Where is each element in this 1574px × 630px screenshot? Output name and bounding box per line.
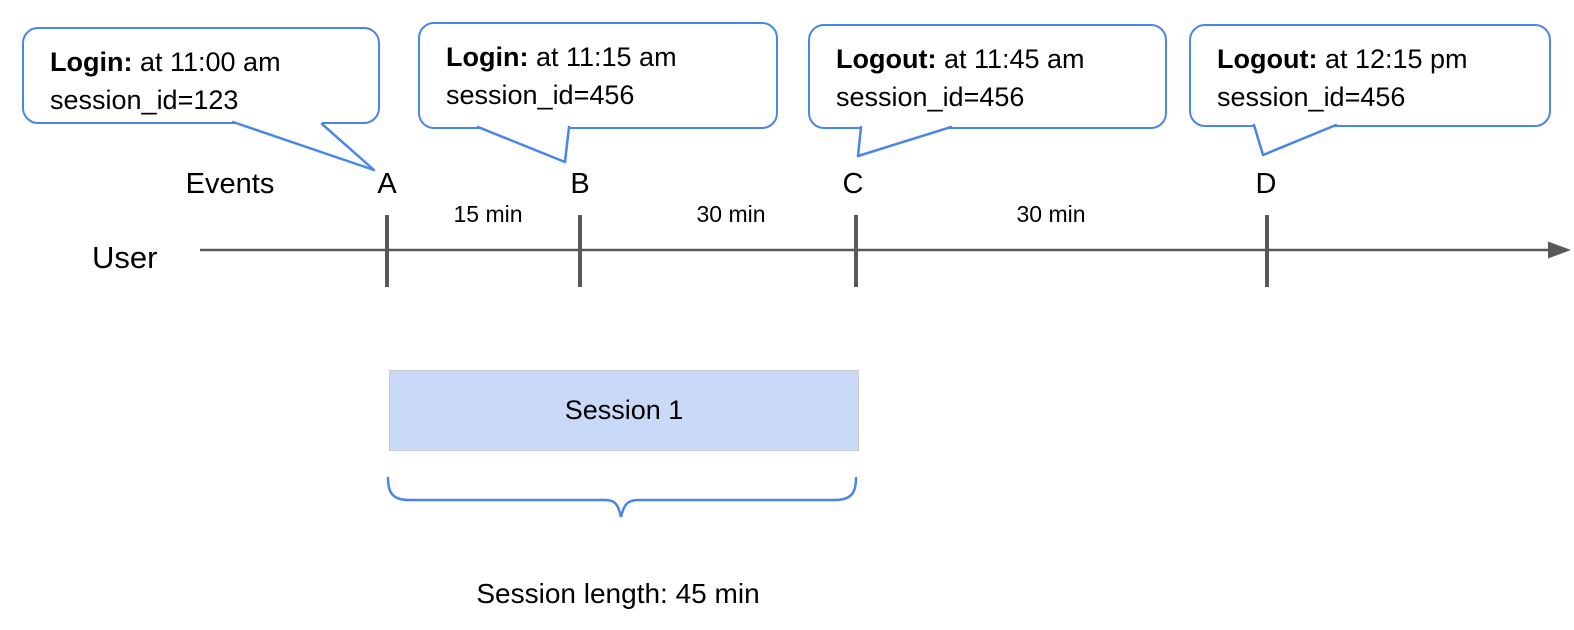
- callout-event-a-line1: Login: at 11:00 am: [50, 43, 368, 81]
- session-length-label: Session length: 45 min: [476, 578, 760, 609]
- callout-event-d-line1: Logout: at 12:15 pm: [1217, 40, 1539, 78]
- event-type-label: Logout:: [836, 44, 937, 74]
- event-marker-c: C: [842, 168, 864, 200]
- event-type-label: Logout:: [1217, 44, 1318, 74]
- event-type-label: Login:: [446, 42, 529, 72]
- events-axis-label: Events: [185, 168, 275, 200]
- event-time: at 11:45 am: [936, 44, 1085, 74]
- callout-event-a: Login: at 11:00 am session_id=123: [22, 27, 380, 124]
- callout-event-c-session-id: session_id=456: [836, 82, 1025, 112]
- user-lane-label: User: [92, 240, 158, 275]
- callout-event-a-session-id: session_id=123: [50, 85, 239, 115]
- callout-event-d: Logout: at 12:15 pm session_id=456: [1189, 24, 1551, 127]
- interval-label-a-b: 15 min: [453, 201, 523, 227]
- session-length-brace-icon: [386, 476, 858, 518]
- callout-event-b-session-id: session_id=456: [446, 80, 635, 110]
- timeline-axis: [200, 241, 1571, 259]
- event-type-label: Login:: [50, 47, 133, 77]
- event-time: at 11:15 am: [528, 42, 677, 72]
- session-1-box-label: Session 1: [564, 395, 684, 425]
- callout-event-b: Login: at 11:15 am session_id=456: [418, 22, 778, 129]
- event-marker-b: B: [570, 168, 590, 200]
- callout-event-b-line1: Login: at 11:15 am: [446, 38, 766, 76]
- callout-event-c-line1: Logout: at 11:45 am: [836, 40, 1155, 78]
- interval-label-b-c: 30 min: [696, 201, 766, 227]
- event-time: at 12:15 pm: [1317, 44, 1468, 74]
- event-time: at 11:00 am: [132, 47, 281, 77]
- event-marker-d: D: [1255, 168, 1277, 200]
- callout-event-d-session-id: session_id=456: [1217, 82, 1406, 112]
- interval-label-c-d: 30 min: [1016, 201, 1086, 227]
- event-marker-a: A: [377, 168, 397, 200]
- arrowhead-icon: [1548, 241, 1571, 259]
- session-1-box: Session 1: [389, 370, 859, 451]
- callout-event-c: Logout: at 11:45 am session_id=456: [808, 24, 1167, 129]
